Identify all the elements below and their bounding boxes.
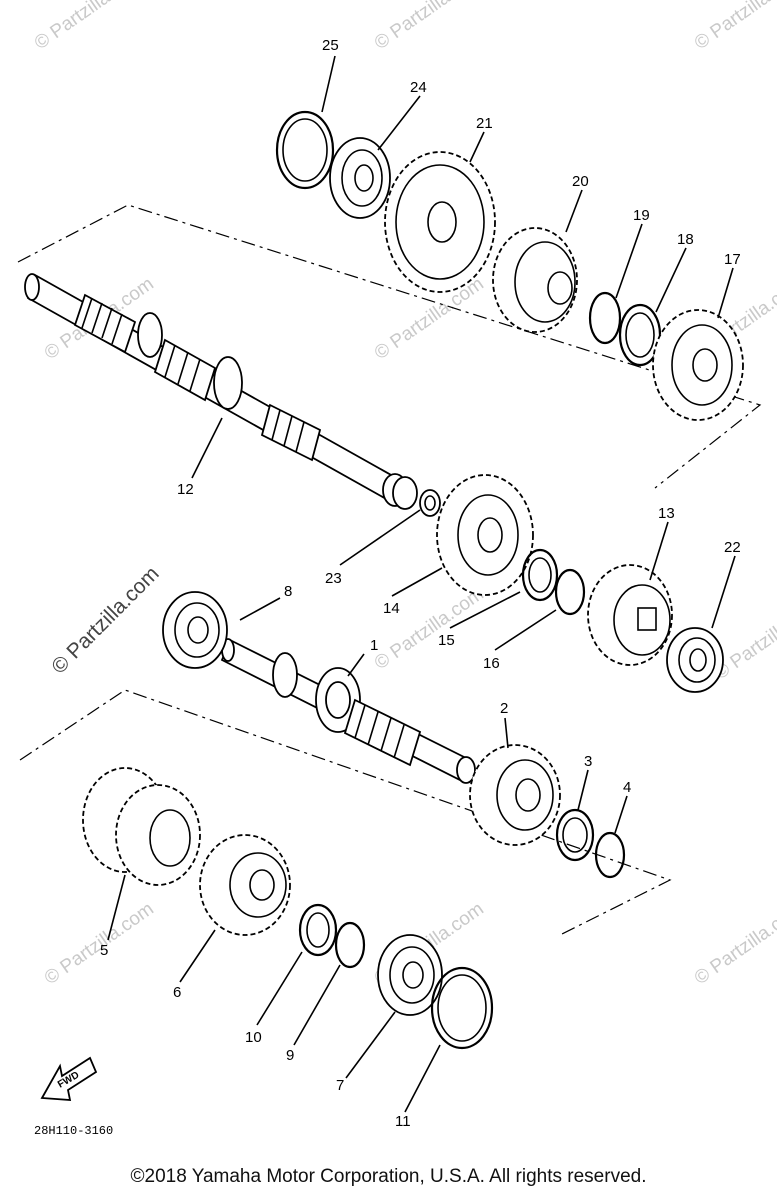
callout-22: 22 — [724, 539, 741, 556]
callout-5: 5 — [100, 942, 108, 959]
watermark: © Partzilla.com — [371, 583, 488, 674]
diagram-reference-code: 28H110-3160 — [34, 1124, 113, 1138]
part-25-circlip — [275, 110, 335, 190]
callout-17: 17 — [724, 251, 741, 268]
part-17-gear — [652, 309, 744, 421]
part-3-washer — [555, 808, 595, 862]
copyright-notice: ©2018 Yamaha Motor Corporation, U.S.A. A… — [130, 1166, 647, 1187]
callout-15: 15 — [438, 632, 455, 649]
callout-18: 18 — [677, 231, 694, 248]
main-axle-group-outline — [17, 204, 762, 489]
callout-25: 25 — [322, 37, 339, 54]
callout-14: 14 — [383, 600, 400, 617]
callout-9: 9 — [286, 1047, 294, 1064]
watermark: © Partzilla.com — [31, 0, 148, 54]
part-20-gear — [492, 227, 578, 333]
part-24-bearing — [329, 137, 391, 219]
callout-16: 16 — [483, 655, 500, 672]
part-21-gear — [384, 151, 496, 293]
part-6-gear — [199, 834, 291, 936]
part-19-circlip — [588, 291, 622, 345]
callout-12: 12 — [177, 481, 194, 498]
callout-19: 19 — [633, 207, 650, 224]
part-8-bearing — [162, 591, 228, 669]
part-16-circlip — [554, 568, 586, 616]
part-9-circlip — [334, 921, 366, 969]
part-10-washer — [298, 903, 338, 957]
callout-23: 23 — [325, 570, 342, 587]
part-15-washer — [521, 548, 559, 602]
callout-8: 8 — [284, 583, 292, 600]
fwd-arrow-icon: FWD — [40, 1056, 98, 1101]
callout-4: 4 — [623, 779, 631, 796]
drive-axle-shaft — [220, 638, 476, 784]
watermark: © Partzilla.com — [47, 562, 163, 678]
part-5-gear — [82, 767, 201, 886]
watermark: © Partzilla.com — [691, 898, 777, 989]
callout-13: 13 — [658, 505, 675, 522]
part-11-circlip — [430, 966, 494, 1050]
callout-11: 11 — [395, 1113, 411, 1130]
part-22-bearing — [666, 627, 724, 693]
callout-20: 20 — [572, 173, 589, 190]
callout-21: 21 — [476, 115, 493, 132]
part-4-circlip — [594, 831, 626, 879]
callout-7: 7 — [336, 1077, 344, 1094]
watermark: © Partzilla.com — [691, 0, 777, 54]
callout-labels: 25 24 21 20 19 18 17 12 23 14 15 16 13 2… — [100, 37, 741, 1130]
callout-2: 2 — [500, 700, 508, 717]
callout-6: 6 — [173, 984, 181, 1001]
part-13-gear — [587, 564, 673, 666]
drive-axle-group-outline — [19, 689, 672, 936]
part-7-bearing — [377, 934, 443, 1016]
callout-1: 1 — [370, 637, 378, 654]
watermark: © Partzilla.com — [371, 0, 488, 54]
part-2-gear — [469, 744, 561, 846]
callout-24: 24 — [410, 79, 427, 96]
part-23-collar — [419, 489, 441, 517]
callout-10: 10 — [245, 1029, 262, 1046]
callout-3: 3 — [584, 753, 592, 770]
part-14-gear — [436, 474, 534, 596]
leader-lines — [107, 55, 736, 1113]
main-axle-shaft — [24, 273, 418, 510]
